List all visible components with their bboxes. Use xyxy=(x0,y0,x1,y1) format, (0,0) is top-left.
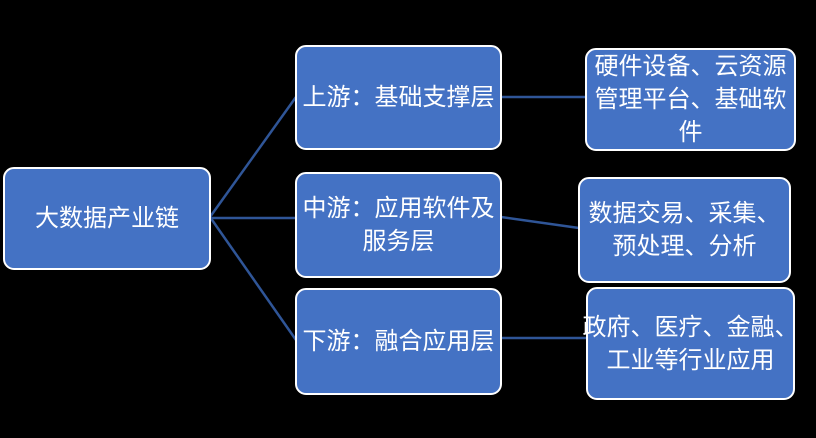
node-midstream-detail-line1: 数据交易、采集、 xyxy=(588,200,781,227)
connector-root-downstream xyxy=(208,216,298,341)
node-midstream-detail-line2: 预处理、分析 xyxy=(612,233,757,260)
node-midstream: 中游：应用软件及 服务层 xyxy=(295,172,502,278)
node-upstream-label: 上游：基础支撑层 xyxy=(302,84,495,111)
node-downstream-label: 下游：融合应用层 xyxy=(302,328,495,355)
connector-midstream-detail xyxy=(500,215,580,230)
node-downstream: 下游：融合应用层 xyxy=(295,288,502,395)
connector-root-upstream xyxy=(208,96,298,218)
node-midstream-detail: 数据交易、采集、 预处理、分析 xyxy=(578,177,791,283)
node-downstream-detail: 政府、医疗、金融、 工业等行业应用 xyxy=(583,287,799,400)
node-upstream: 上游：基础支撑层 xyxy=(295,45,502,150)
node-downstream-detail-line1: 政府、医疗、金融、 xyxy=(582,313,799,341)
node-root-label: 大数据产业链 xyxy=(35,205,179,232)
node-upstream-detail-line2: 管理平台、基础软 xyxy=(594,86,787,113)
node-upstream-detail: 硬件设备、云资源 管理平台、基础软 件 xyxy=(585,48,796,151)
node-midstream-label-line1: 中游：应用软件及 xyxy=(302,195,495,222)
node-upstream-detail-line3: 件 xyxy=(678,119,703,146)
node-midstream-label-line2: 服务层 xyxy=(362,228,435,255)
node-downstream-detail-line2: 工业等行业应用 xyxy=(606,346,775,374)
node-root: 大数据产业链 xyxy=(3,167,211,270)
node-upstream-detail-line1: 硬件设备、云资源 xyxy=(594,53,787,80)
